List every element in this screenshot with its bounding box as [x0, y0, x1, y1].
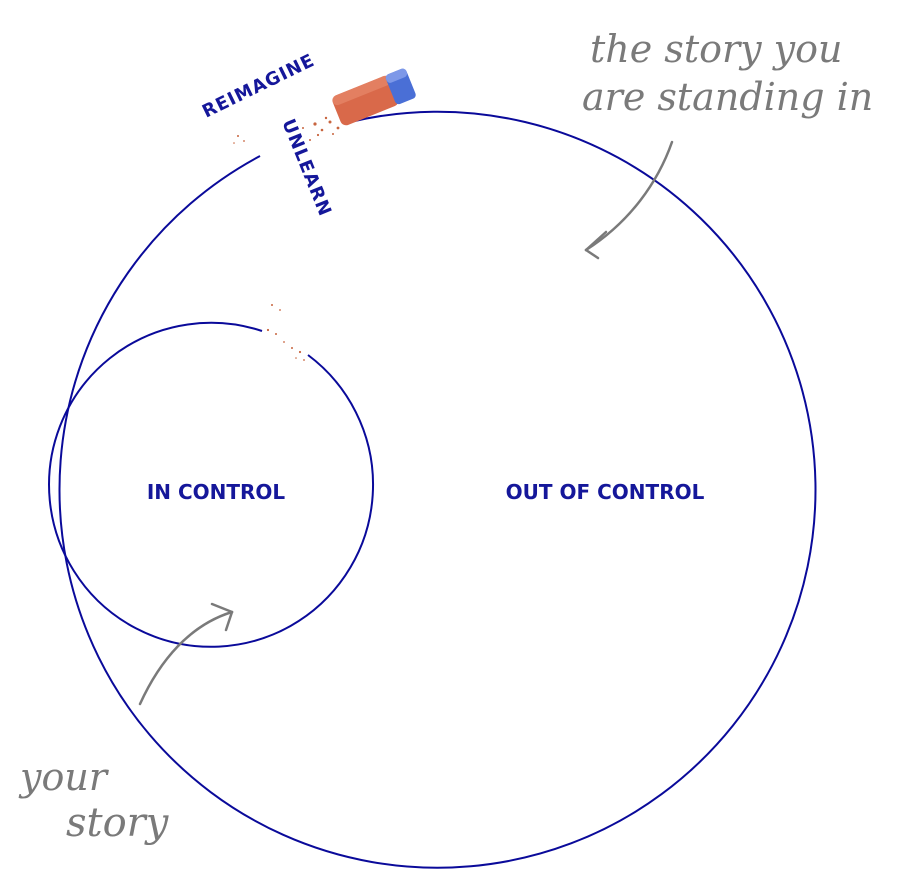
out-of-control-label: OUT OF CONTROL: [506, 480, 705, 504]
in-control-label: IN CONTROL: [147, 480, 286, 504]
outer-circle: [58, 110, 817, 869]
eraser-icon: [332, 68, 416, 126]
unlearn-label: UNLEARN: [277, 116, 335, 220]
reimagine-label: REIMAGINE: [199, 50, 318, 123]
your-story-note-line2: story: [66, 800, 170, 846]
outer-story-note-line1: the story you: [590, 27, 843, 71]
eraser-crumbs: [233, 116, 346, 361]
outer-story-note-line2: are standing in: [582, 75, 873, 119]
your-story-note-line1: your: [18, 755, 110, 799]
arrow-to-outer-circle: [584, 140, 674, 260]
arrow-to-inner-circle: [138, 602, 234, 706]
inner-circle: [48, 321, 374, 648]
